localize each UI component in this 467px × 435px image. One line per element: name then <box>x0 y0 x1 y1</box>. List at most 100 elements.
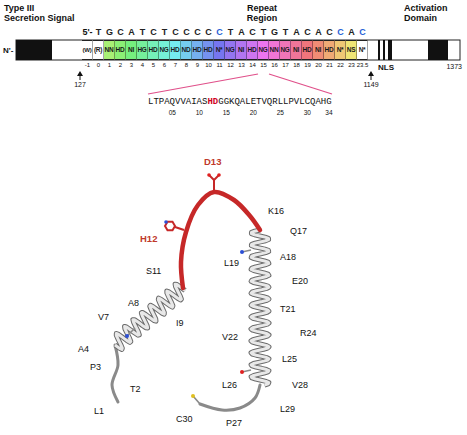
residue-label: S11 <box>146 266 161 276</box>
rvd-code: N* <box>335 41 345 59</box>
nls-stripe <box>378 40 380 60</box>
dna-base: C <box>249 27 256 37</box>
repeat-box: NG <box>280 40 291 60</box>
position-number: 10 <box>196 109 203 116</box>
repeat-number: 0 <box>97 62 100 69</box>
repeat-box: N* <box>335 40 346 60</box>
repeat-box: HD <box>170 40 181 60</box>
repeat-box: NN <box>269 40 280 60</box>
domain-label: Repeat Region <box>237 3 287 24</box>
atom <box>125 334 129 338</box>
repeat-box: NG <box>258 40 269 60</box>
atom <box>164 220 168 224</box>
repeat-number: 23 <box>348 62 355 69</box>
repeat-box: HD <box>203 40 214 60</box>
alpha-helix <box>115 284 185 349</box>
repeat-number: 6 <box>163 62 166 69</box>
residue-label: K16 <box>268 206 284 216</box>
residue-label: L29 <box>280 404 295 414</box>
domain-label: Activation Domain <box>404 3 462 24</box>
rvd-code: ND <box>181 41 191 59</box>
nls-stripe <box>388 40 392 60</box>
position-number: 34 <box>325 109 332 116</box>
residue-number: 1149 <box>363 81 378 89</box>
dna-base: C <box>205 27 212 37</box>
rvd-code: HD <box>170 41 180 59</box>
dna-base: A <box>315 27 322 37</box>
side-chain <box>213 180 215 192</box>
rvd-code: NI <box>236 41 246 59</box>
dna-base: T <box>140 27 146 37</box>
repeat-box: N* <box>357 40 368 60</box>
rvd-code: NG <box>159 41 169 59</box>
strand-label: 5'- <box>82 27 92 37</box>
residue-label: A4 <box>78 344 89 354</box>
dna-base: T <box>261 27 267 37</box>
activation-domain-segment <box>428 40 448 60</box>
position-number: 30 <box>304 109 311 116</box>
dna-base: A <box>348 27 355 37</box>
repeat-box: (R) <box>93 40 104 60</box>
repeat-number: 14 <box>249 62 256 69</box>
rvd-code: NS <box>346 41 356 59</box>
rvd-code: (R) <box>93 41 103 59</box>
domain-label: Type III Secretion Signal <box>4 3 77 24</box>
repeat-number: 19 <box>304 62 311 69</box>
rvd-code: HD <box>192 41 202 59</box>
dna-base: A <box>293 27 300 37</box>
rvd-code: NI <box>313 41 323 59</box>
repeat-box: NI <box>236 40 247 60</box>
dna-base: C <box>359 27 366 37</box>
position-number: 05 <box>169 109 176 116</box>
rvd-code: HG <box>137 41 147 59</box>
sequence-text: HD <box>207 97 218 107</box>
residue-label: Q17 <box>290 226 307 236</box>
repeat-box: HD <box>324 40 335 60</box>
repeat-number: 15 <box>260 62 267 69</box>
position-number: 20 <box>250 109 257 116</box>
residue-label: T21 <box>280 304 296 314</box>
position-arrow <box>371 75 372 80</box>
dna-base: G <box>271 27 278 37</box>
rvd-code: NI <box>291 41 301 59</box>
rvd-code: NG <box>225 41 235 59</box>
residue-number: 127 <box>74 81 86 89</box>
rvd-code: HD <box>203 41 213 59</box>
sequence-text: GGKQALETVQRLLPVLCQAHG <box>218 97 331 107</box>
repeat-box: ND <box>181 40 192 60</box>
alpha-helix <box>251 230 269 385</box>
dna-base: A <box>238 27 245 37</box>
dna-base: C <box>172 27 179 37</box>
residue-label: A18 <box>280 252 296 262</box>
coil <box>112 345 118 402</box>
repeat-box: NI <box>291 40 302 60</box>
position-arrow <box>80 75 81 80</box>
repeat-number: 16 <box>271 62 278 69</box>
residue-label: T2 <box>130 384 141 394</box>
rvd-code: N* <box>357 41 367 59</box>
repeat-number: 9 <box>196 62 199 69</box>
secretion-signal-segment <box>16 40 52 60</box>
sequence-text: LTPAQVVAIAS <box>148 97 207 107</box>
repeat-number: 10 <box>205 62 212 69</box>
repeat-box: HD <box>247 40 258 60</box>
repeat-box: HD <box>148 40 159 60</box>
nls-stripe <box>383 40 385 60</box>
dna-base: T <box>162 27 168 37</box>
position-number: 15 <box>223 109 230 116</box>
repeat-box: NN <box>104 40 115 60</box>
position-number: 25 <box>277 109 284 116</box>
dna-base: C <box>183 27 190 37</box>
dna-base: T <box>96 27 102 37</box>
residue-label: L26 <box>222 380 237 390</box>
domain-label: NLS <box>378 63 394 72</box>
atom <box>240 250 244 254</box>
repeat-number: 11 <box>216 62 222 69</box>
repeat-number: 13 <box>238 62 245 69</box>
residue-label: V22 <box>222 332 238 342</box>
repeat-box: HG <box>137 40 148 60</box>
residue-label: L1 <box>94 406 104 416</box>
repeat-box: HD <box>302 40 313 60</box>
dna-base: C <box>326 27 333 37</box>
rvd-code: HD <box>247 41 257 59</box>
